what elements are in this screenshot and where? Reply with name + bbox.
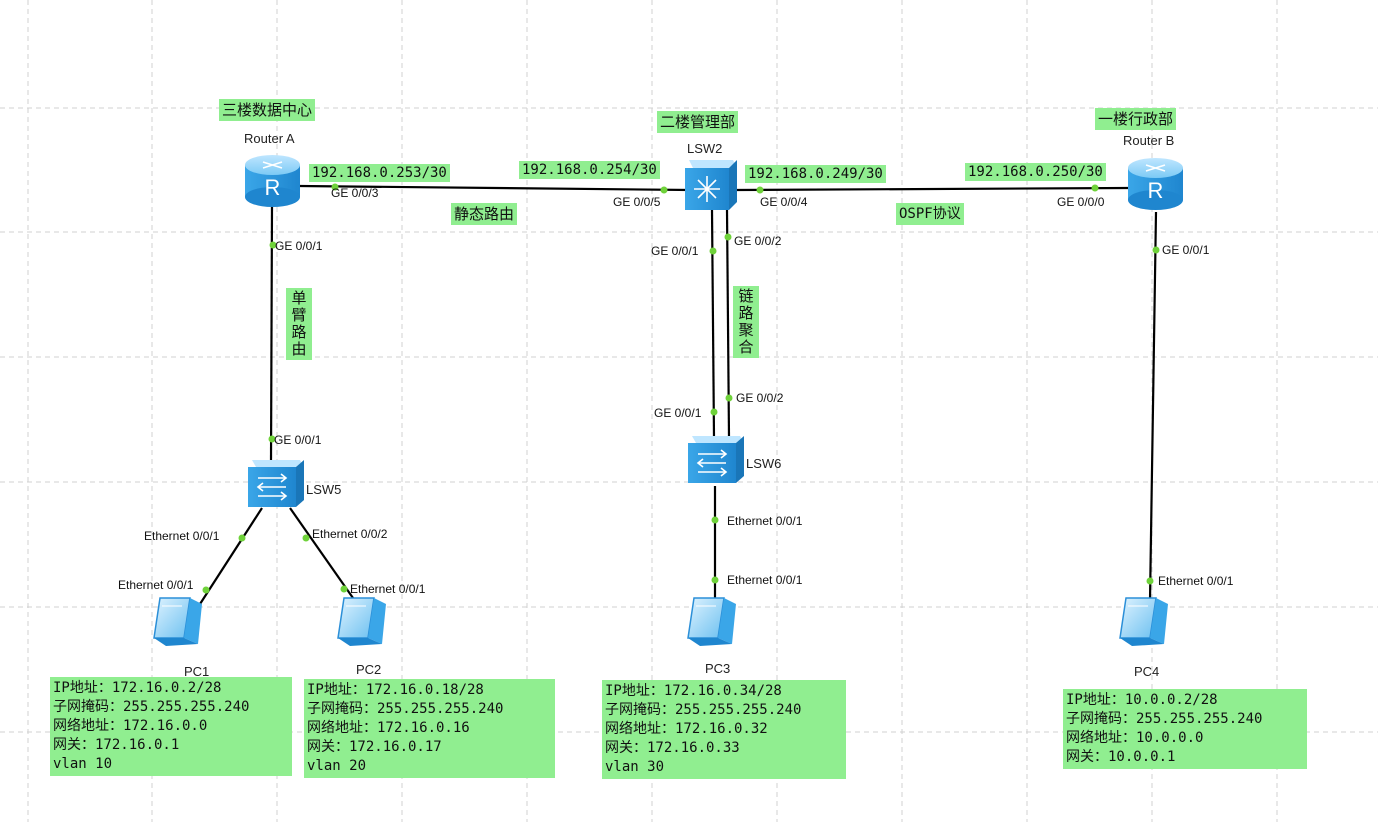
port-lsw2-g002: GE 0/0/2: [734, 234, 782, 248]
pc3-vlan: vlan 30: [605, 759, 665, 775]
ip-rb-g000: 192.168.0.250/30: [965, 163, 1106, 181]
pc1-network: 网络地址：172.16.0.0: [53, 718, 208, 734]
lsw5-label: LSW5: [306, 482, 342, 497]
lsw6-icon[interactable]: [688, 436, 744, 483]
ip-lsw2-g005: 192.168.0.254/30: [519, 161, 660, 179]
port-ra-g003: GE 0/0/3: [331, 186, 379, 200]
port-rb-g001: GE 0/0/1: [1162, 243, 1210, 257]
router-a-label: Router A: [244, 131, 295, 146]
pc2-label: PC2: [356, 662, 382, 677]
pc2-icon[interactable]: [337, 597, 386, 646]
pc2-vlan: vlan 20: [307, 758, 367, 774]
pc1-mask: 子网掩码：255.255.255.240: [53, 699, 250, 715]
port-lsw6-e001: Ethernet 0/0/1: [727, 514, 803, 528]
ip-lsw2-g004: 192.168.0.249/30: [745, 165, 886, 183]
pc1-gateway: 网关：172.16.0.1: [53, 737, 180, 753]
router-b-label: Router B: [1123, 133, 1175, 148]
pc3-info-box: IP地址：172.16.0.34/28 子网掩码：255.255.255.240…: [602, 680, 846, 779]
port-pc2-e001: Ethernet 0/0/1: [350, 582, 426, 596]
pc4-icon[interactable]: [1119, 597, 1168, 646]
port-lsw2-g001: GE 0/0/1: [651, 244, 699, 258]
pc3-network: 网络地址：172.16.0.32: [605, 721, 768, 737]
pc4-info-box: IP地址：10.0.0.2/28 子网掩码：255.255.255.240 网络…: [1063, 689, 1307, 769]
pc3-ip: IP地址：172.16.0.34/28: [605, 683, 782, 699]
port-pc3-e001: Ethernet 0/0/1: [727, 573, 803, 587]
floor2-title: 二楼管理部: [657, 111, 739, 133]
pc4-label: PC4: [1134, 664, 1160, 679]
port-lsw5-g001: GE 0/0/1: [274, 433, 322, 447]
lsw2-icon[interactable]: [685, 160, 737, 210]
link-ra-lsw2: [299, 184, 691, 192]
pc2-ip: IP地址：172.16.0.18/28: [307, 682, 484, 698]
svg-text:R: R: [265, 175, 281, 200]
link-lsw5-pc2: [289, 507, 354, 599]
link-lsw2-lsw6-b: [725, 209, 731, 439]
svg-text:R: R: [1148, 178, 1164, 203]
pc3-label: PC3: [705, 661, 731, 676]
lsw5-icon[interactable]: [248, 460, 304, 507]
pc2-info-box: IP地址：172.16.0.18/28 子网掩码：255.255.255.240…: [304, 679, 555, 778]
lsw2-label: LSW2: [687, 141, 723, 156]
pc3-gateway: 网关：172.16.0.33: [605, 740, 740, 756]
port-lsw6-g001: GE 0/0/1: [654, 406, 702, 420]
port-pc1-e001: Ethernet 0/0/1: [118, 578, 194, 592]
pc4-ip: IP地址：10.0.0.2/28: [1066, 692, 1218, 708]
link-agg-label: 链路聚合: [733, 286, 759, 358]
link-lsw2-rb: [734, 186, 1129, 192]
lsw6-label: LSW6: [746, 456, 782, 471]
pc1-label: PC1: [184, 664, 210, 679]
pc2-network: 网络地址：172.16.0.16: [307, 720, 470, 736]
floor1-title: 一楼行政部: [1095, 108, 1177, 130]
link-lsw5-pc1: [199, 507, 263, 605]
pc1-icon[interactable]: [153, 597, 202, 646]
pc1-info-box: IP地址：172.16.0.2/28 子网掩码：255.255.255.240 …: [50, 677, 292, 776]
floor3-title: 三楼数据中心: [219, 99, 316, 121]
port-lsw6-g002: GE 0/0/2: [736, 391, 784, 405]
pc3-icon[interactable]: [687, 597, 736, 646]
port-lsw5-e001: Ethernet 0/0/1: [144, 529, 220, 543]
ip-ra-g003: 192.168.0.253/30: [309, 164, 450, 182]
pc1-vlan: vlan 10: [53, 756, 113, 772]
pc4-network: 网络地址：10.0.0.0: [1066, 730, 1204, 746]
port-lsw5-e002: Ethernet 0/0/2: [312, 527, 388, 541]
pc4-gateway: 网关：10.0.0.1: [1066, 749, 1176, 765]
port-lsw2-g004: GE 0/0/4: [760, 195, 808, 209]
link-lsw2-lsw6-a: [710, 209, 716, 439]
static-route-label: 静态路由: [451, 203, 518, 225]
port-pc4-e001: Ethernet 0/0/1: [1158, 574, 1234, 588]
link-rb-pc4: [1148, 211, 1158, 601]
pc2-gateway: 网关：172.16.0.17: [307, 739, 442, 755]
pc1-ip: IP地址：172.16.0.2/28: [53, 680, 222, 696]
router-a-icon[interactable]: R: [245, 155, 300, 207]
port-lsw2-g005: GE 0/0/5: [613, 195, 661, 209]
ospf-label: OSPF协议: [896, 203, 964, 225]
pc2-mask: 子网掩码：255.255.255.240: [307, 701, 504, 717]
router-b-icon[interactable]: R: [1128, 158, 1183, 210]
pc3-mask: 子网掩码：255.255.255.240: [605, 702, 802, 718]
pc4-mask: 子网掩码：255.255.255.240: [1066, 711, 1263, 727]
port-rb-g000: GE 0/0/0: [1057, 195, 1105, 209]
port-dots: [202, 183, 1160, 594]
port-ra-g001: GE 0/0/1: [275, 239, 323, 253]
one-arm-route-label: 单臂路由: [286, 288, 312, 360]
